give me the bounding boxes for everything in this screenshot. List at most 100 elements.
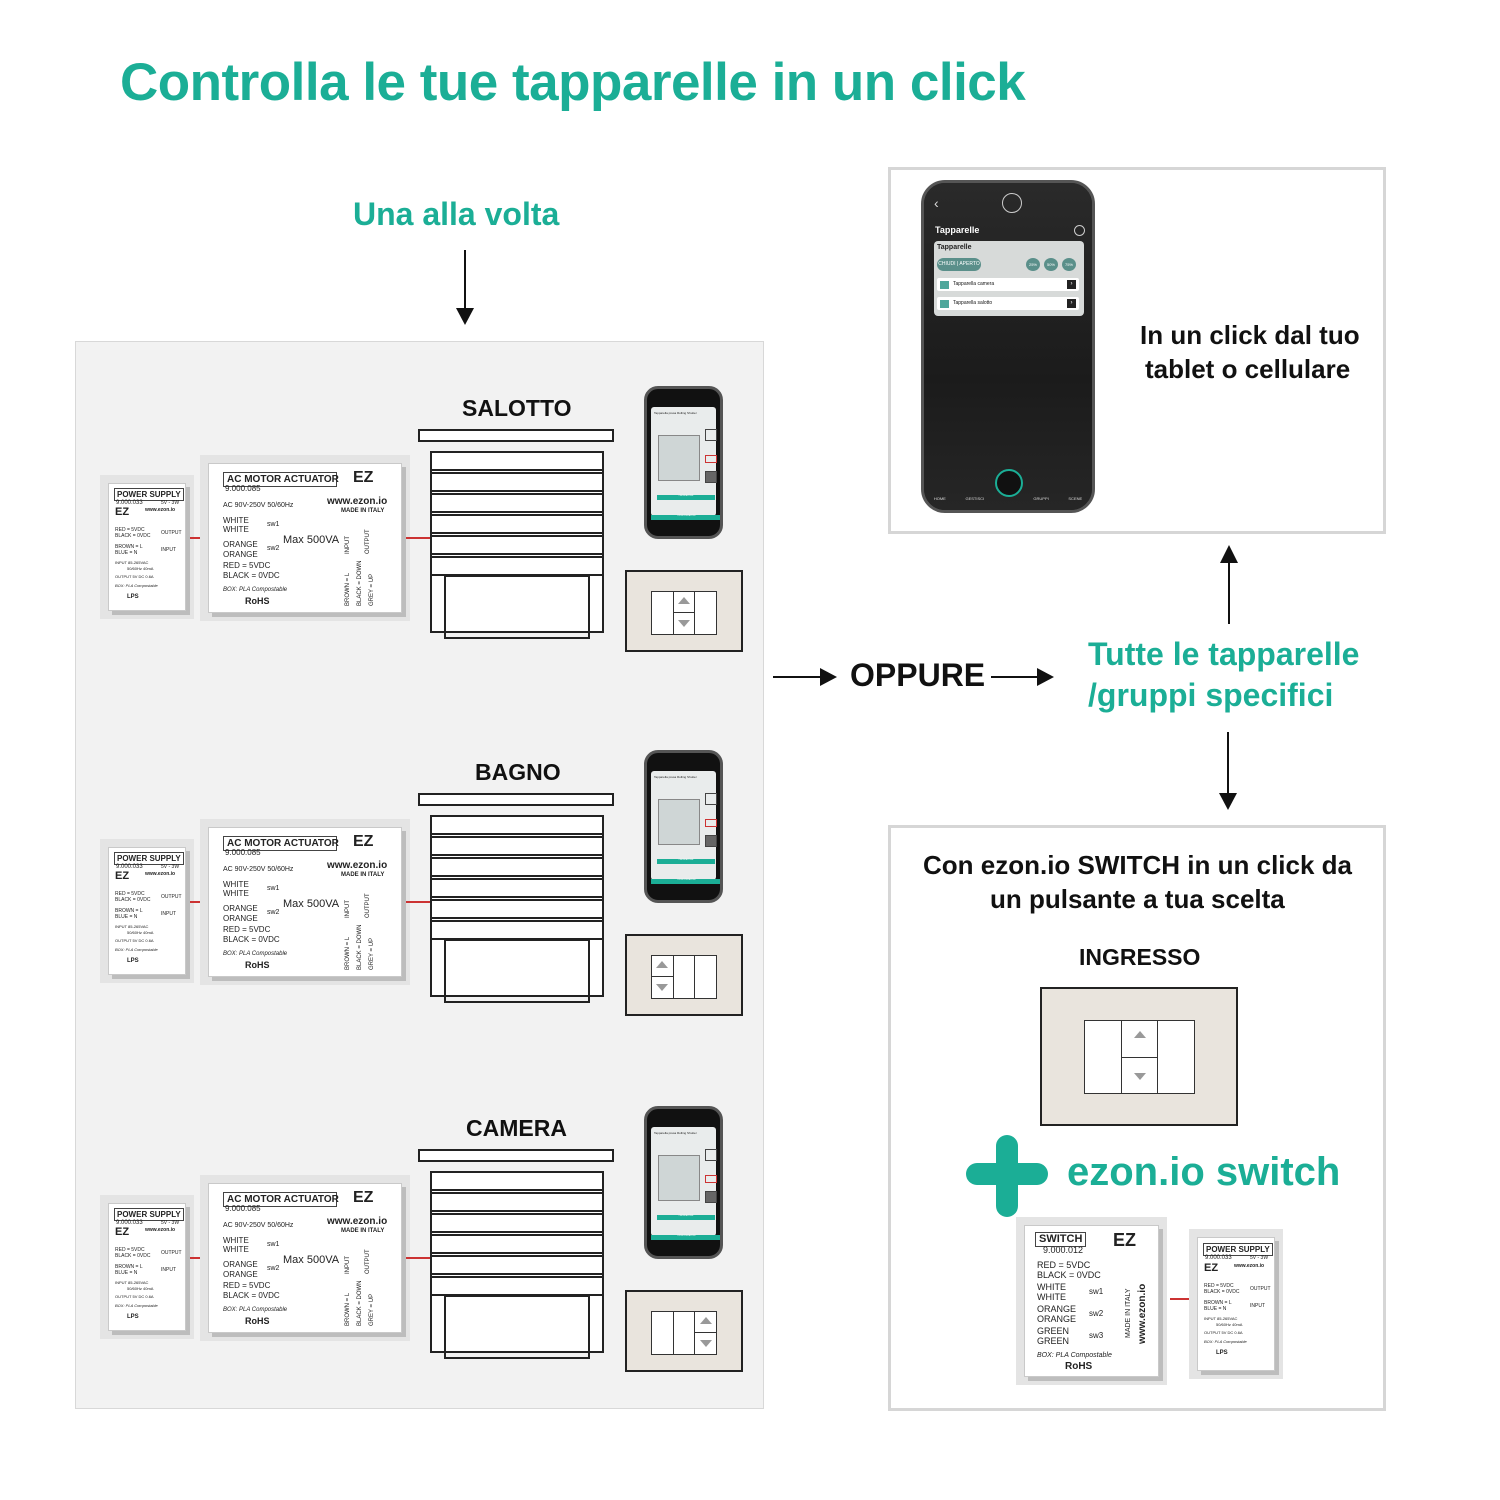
- ps-box: BOX: PLA Compostable: [115, 583, 158, 588]
- rolling-blind: [418, 793, 614, 1003]
- ps-blue: BLUE = N: [115, 550, 138, 556]
- blind-icon: [940, 300, 949, 308]
- room-phone: Tapparella presa Rolling Shutter CALIBRA…: [644, 1106, 723, 1259]
- blind-slat: [430, 878, 604, 898]
- ps-black: BLACK = 0VDC: [1204, 1289, 1240, 1295]
- room-label: CAMERA: [466, 1115, 567, 1141]
- act-output: OUTPUT: [365, 893, 371, 918]
- ps-input-spec: INPUT 85-265VAC: [1204, 1316, 1238, 1321]
- room-label: SALOTTO: [462, 395, 572, 421]
- arrow-down-icon: [1219, 793, 1237, 810]
- act-black: BLACK = 0VDC: [223, 571, 280, 580]
- chevron-right-icon[interactable]: ›: [1067, 299, 1076, 308]
- operations-list-button[interactable]: LISTA OPERAZIONI: [651, 515, 720, 520]
- stop-icon[interactable]: [705, 819, 717, 827]
- item-blind-camera[interactable]: Tapparella camera: [937, 278, 1079, 291]
- plus-label: ezon.io switch: [1067, 1150, 1341, 1194]
- open-icon[interactable]: [705, 429, 717, 441]
- act-input: INPUT: [345, 1256, 351, 1274]
- arrow-down-line-2: [1227, 732, 1229, 796]
- blind-slat: [430, 472, 604, 492]
- act-code: 9.000.085: [225, 484, 261, 493]
- shutter-icon: [658, 1155, 700, 1201]
- close-icon[interactable]: [705, 1191, 717, 1203]
- ps-input: INPUT: [161, 1267, 176, 1273]
- power-supply-device: POWER SUPPLY 9.000.033 5V - 3W www.ezon.…: [108, 483, 186, 611]
- shutter-icon: [658, 799, 700, 845]
- ac-motor-actuator-device: AC MOTOR ACTUATOR 9.000.085 EZ www.ezon.…: [208, 1183, 402, 1333]
- pct-75-button[interactable]: 75%: [1062, 258, 1076, 271]
- arrow-right-line-1: [773, 676, 823, 678]
- pct-25-button[interactable]: 25%: [1026, 258, 1040, 271]
- stop-icon[interactable]: [705, 455, 717, 463]
- nav-manage[interactable]: GESTISCI: [965, 496, 985, 501]
- room-phone-screen: Tapparella presa Rolling Shutter CALIBRA…: [651, 407, 720, 520]
- switch-white2: WHITE: [1037, 1292, 1066, 1302]
- arrow-right-icon: [1037, 668, 1054, 686]
- pct-50-button[interactable]: 50%: [1044, 258, 1058, 271]
- ps-url: www.ezon.io: [145, 871, 176, 877]
- open-icon[interactable]: [705, 1149, 717, 1161]
- switch-green1: GREEN: [1037, 1326, 1070, 1336]
- chevron-right-icon[interactable]: ›: [1067, 280, 1076, 289]
- back-icon[interactable]: ‹: [934, 195, 939, 211]
- operations-list-button[interactable]: LISTA OPERAZIONI: [651, 879, 720, 884]
- calibration-button[interactable]: CALIBRAZIONE: [657, 495, 715, 500]
- switch-orange1: ORANGE: [1037, 1304, 1077, 1314]
- ps-rating: 5V - 3W: [161, 1220, 180, 1226]
- ac-motor-actuator-device: AC MOTOR ACTUATOR 9.000.085 EZ www.ezon.…: [208, 463, 402, 613]
- operations-list-button[interactable]: LISTA OPERAZIONI: [651, 1235, 720, 1240]
- app-caption-1: In un click dal tuo: [1140, 320, 1360, 350]
- ps-blue: BLUE = N: [1204, 1306, 1227, 1312]
- act-white1: WHITE: [223, 880, 249, 889]
- more-icon[interactable]: [1074, 225, 1085, 236]
- close-icon[interactable]: [705, 835, 717, 847]
- input-wall-switch[interactable]: [1040, 987, 1238, 1126]
- act-rohs: RoHS: [245, 1316, 270, 1326]
- blind-slat: [430, 1171, 604, 1191]
- ezon-logo-icon: [1002, 193, 1022, 213]
- act-orange2: ORANGE: [223, 1270, 258, 1279]
- act-output: OUTPUT: [365, 1249, 371, 1274]
- nav-scenes[interactable]: SCENE: [1068, 496, 1083, 501]
- ps-code: 9.000.033: [116, 500, 143, 506]
- room-wall-switch[interactable]: [625, 1290, 743, 1372]
- ps-output: OUTPUT: [161, 530, 182, 536]
- room-wall-switch[interactable]: [625, 934, 743, 1016]
- ps-header: POWER SUPPLY: [114, 1208, 184, 1221]
- act-url: www.ezon.io: [327, 1216, 388, 1227]
- ps-input-freq: 50/60Hz 40mA: [127, 1286, 154, 1291]
- nav-groups[interactable]: GRUPPI: [1033, 496, 1049, 501]
- item-blind-salotto[interactable]: Tapparella salotto: [937, 297, 1079, 310]
- phone-title: Tapparella presa Rolling Shutter: [654, 1131, 697, 1135]
- act-box: BOX: PLA Compostable: [223, 1307, 288, 1313]
- close-open-toggle[interactable]: CHIUDI | APERTO: [937, 258, 981, 271]
- room-wall-switch[interactable]: [625, 570, 743, 652]
- calibration-button[interactable]: CALIBRAZIONE: [657, 1215, 715, 1220]
- wire: [406, 1257, 430, 1259]
- ezon-logo-icon: EZ: [353, 833, 374, 850]
- switch-code: 9.000.012: [1043, 1245, 1084, 1255]
- calibration-button[interactable]: CALIBRAZIONE: [657, 859, 715, 864]
- ps-output: OUTPUT: [161, 1250, 182, 1256]
- power-center-icon[interactable]: [995, 469, 1023, 497]
- act-box: BOX: PLA Compostable: [223, 587, 288, 593]
- app-caption-2: tablet o cellulare: [1145, 354, 1351, 384]
- act-header: AC MOTOR ACTUATOR: [223, 836, 339, 851]
- ps-brown: BROWN = L: [115, 1264, 143, 1270]
- arrow-right-icon: [820, 668, 837, 686]
- act-orange1: ORANGE: [223, 540, 258, 549]
- blind-window: [444, 939, 590, 1003]
- blind-slat: [430, 1192, 604, 1212]
- nav-home[interactable]: HOME: [933, 496, 946, 501]
- ps-code: 9.000.033: [1205, 1255, 1232, 1261]
- stop-icon[interactable]: [705, 1175, 717, 1183]
- ps-brown: BROWN = L: [115, 544, 143, 550]
- open-icon[interactable]: [705, 793, 717, 805]
- close-icon[interactable]: [705, 471, 717, 483]
- act-white2: WHITE: [223, 525, 249, 534]
- phone-title: Tapparella presa Rolling Shutter: [654, 775, 697, 779]
- blind-slat: [430, 920, 604, 940]
- ps-output-spec: OUTPUT 5V DC 0.6A: [115, 1294, 154, 1299]
- blind-slat: [430, 899, 604, 919]
